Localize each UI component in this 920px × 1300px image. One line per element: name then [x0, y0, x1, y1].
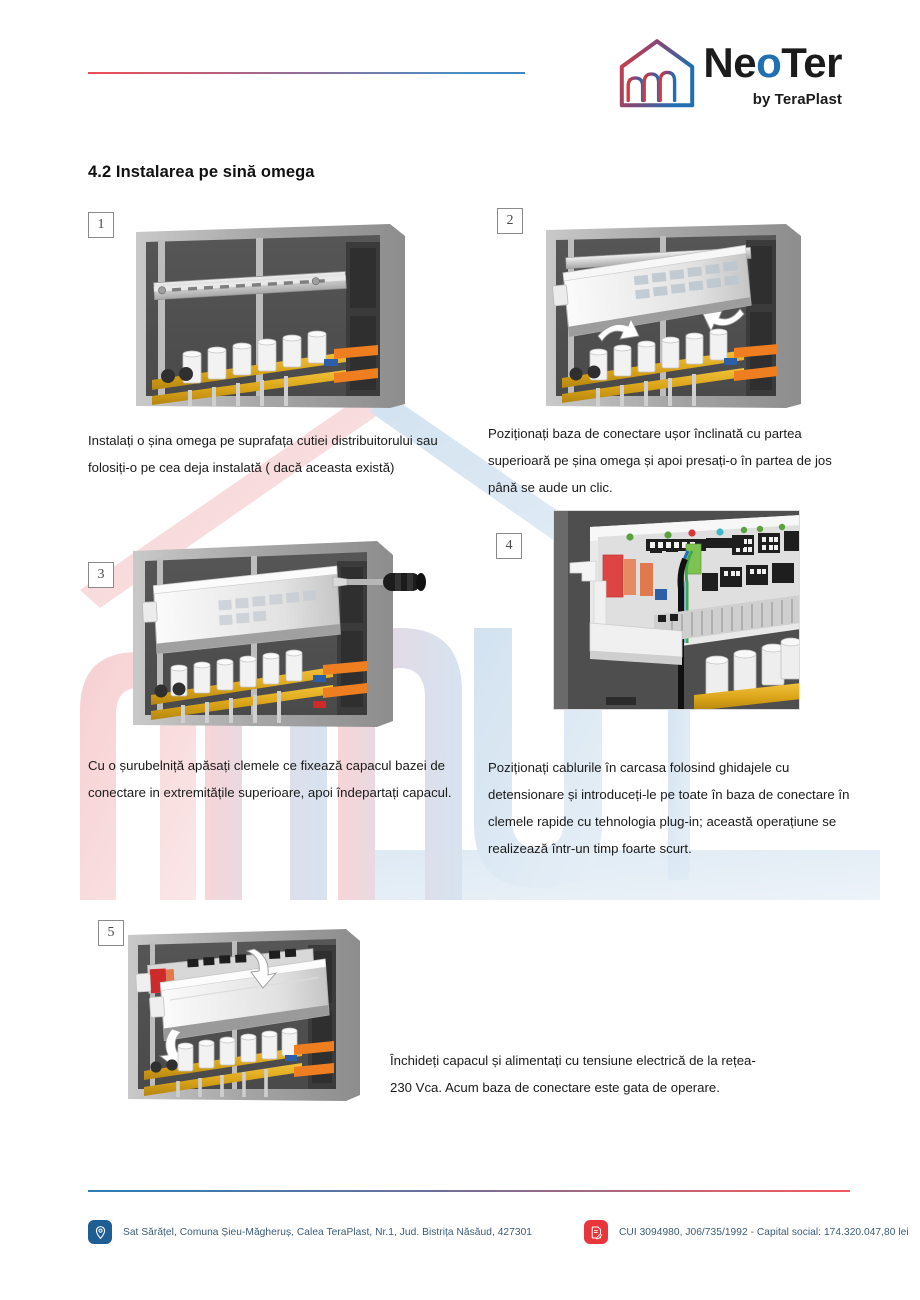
neoter-house-logo-icon — [617, 38, 697, 110]
step-number-badge-4: 4 — [496, 533, 522, 559]
step-number-badge-3: 3 — [88, 562, 114, 588]
footer-registry-block: CUI 3094980, J06/735/1992 - Capital soci… — [584, 1220, 909, 1244]
document-edit-icon — [584, 1220, 608, 1244]
page-footer: Sat Sărățel, Comuna Șieu-Măgheruș, Calea… — [0, 1190, 920, 1300]
footer-divider — [88, 1190, 850, 1192]
step-caption-5: Închideți capacul și alimentați cu tensi… — [390, 1053, 756, 1095]
logo-wordmark: NeoTer — [703, 42, 842, 84]
footer-registry-text: CUI 3094980, J06/735/1992 - Capital soci… — [619, 1226, 909, 1238]
header-divider — [88, 72, 525, 74]
logo-tagline: by TeraPlast — [752, 91, 842, 108]
step-figure-3 — [125, 515, 435, 735]
section-heading: 4.2 Instalarea pe sină omega — [88, 163, 315, 181]
page-header: NeoTer by TeraPlast — [0, 0, 920, 150]
step-figure-1 — [128, 218, 413, 414]
step-caption-4: Poziționați cablurile în carcasa folosin… — [488, 760, 850, 856]
step-caption-3: Cu o șurubelniță apăsați clemele ce fixe… — [88, 758, 452, 800]
logo-wordmark-post: Ter — [781, 39, 842, 86]
step-caption-2: Poziționați baza de conectare ușor încli… — [488, 426, 832, 495]
step-number-badge-5: 5 — [98, 920, 124, 946]
step-figure-4 — [553, 510, 800, 710]
step-figure-2 — [538, 218, 808, 414]
step-number-badge-1: 1 — [88, 212, 114, 238]
logo-wordmark-pre: Ne — [703, 39, 757, 86]
footer-address-text: Sat Sărățel, Comuna Șieu-Măgheruș, Calea… — [123, 1226, 532, 1238]
location-pin-icon — [88, 1220, 112, 1244]
step-number-badge-2: 2 — [497, 208, 523, 234]
footer-address-block: Sat Sărățel, Comuna Șieu-Măgheruș, Calea… — [88, 1220, 532, 1244]
step-figure-5 — [122, 925, 367, 1105]
logo-wordmark-o: o — [756, 39, 782, 86]
brand-logo: NeoTer by TeraPlast — [617, 38, 842, 110]
step-caption-1: Instalați o șina omega pe suprafața cuti… — [88, 433, 438, 475]
